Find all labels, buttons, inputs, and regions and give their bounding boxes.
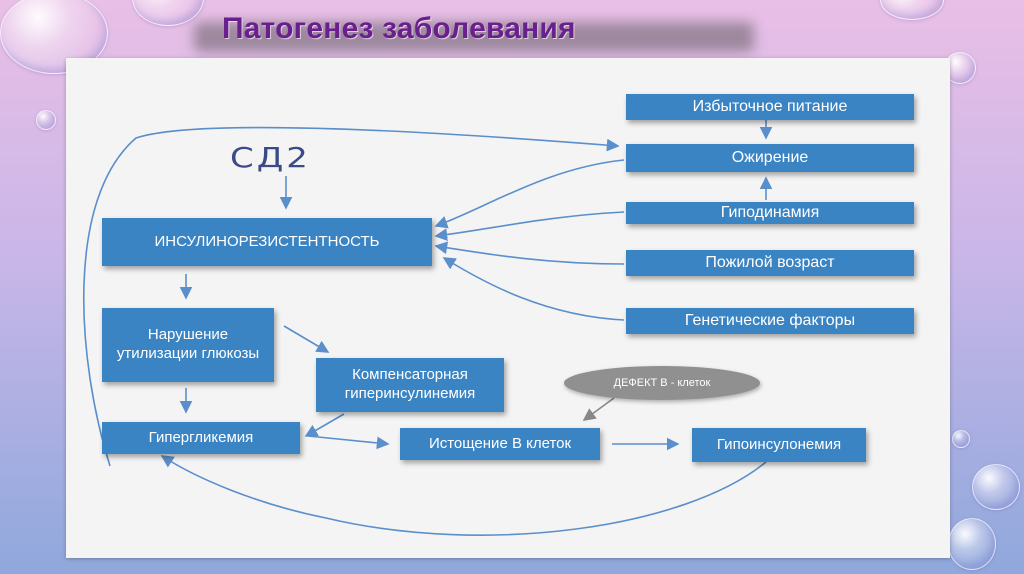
decorative-bubble — [948, 518, 996, 570]
arrow-hypodynamia-to-ir — [434, 211, 625, 242]
arrow-age-to-ir — [434, 241, 625, 265]
arrow-defect-to-depletion — [582, 397, 615, 421]
decorative-bubble — [132, 0, 204, 26]
hyperglycemia-box: Гипергликемия — [102, 422, 300, 454]
compensatory-hyperinsulinemia-box: Компенсаторная гиперинсулинемия — [316, 358, 504, 412]
decorative-bubble — [880, 0, 944, 20]
hypodynamia-box: Гиподинамия — [626, 202, 914, 224]
slide-title: Патогенез заболевания — [222, 12, 576, 45]
decorative-bubble — [952, 430, 970, 448]
insulin-resistance-box: ИНСУЛИНОРЕЗИСТЕНТНОСТЬ — [102, 218, 432, 266]
obesity-box: Ожирение — [626, 144, 914, 172]
glucose-utilization-box: Нарушение утилизации глюкозы — [102, 308, 274, 382]
old-age-box: Пожилой возраст — [626, 250, 914, 276]
arrow-genetic-to-ir — [442, 257, 625, 321]
arrow-hyper-to-depletion — [307, 435, 390, 450]
overeating-box: Избыточное питание — [626, 94, 914, 120]
beta-cell-depletion-box: Истощение В клеток — [400, 428, 600, 460]
arrow-comp-to-hyper — [304, 413, 345, 437]
genetic-factors-box: Генетические факторы — [626, 308, 914, 334]
arrow-loop-hypo-to-hyper — [160, 455, 767, 536]
arrows-layer — [82, 120, 773, 536]
decorative-bubble — [972, 464, 1020, 510]
arrow-loop-hyper-to-obesity — [82, 126, 620, 467]
beta-cell-defect-oval: ДЕФЕКТ В - клеток — [564, 366, 760, 400]
sd2-label: СД2 — [230, 142, 311, 174]
arrow-obesity-to-ir — [434, 159, 625, 229]
hypoinsulinemia-box: Гипоинсулонемия — [692, 428, 866, 462]
title-shadow — [194, 22, 754, 52]
decorative-bubble — [36, 110, 56, 130]
diagram-panel: СД2 ИНСУЛИНОРЕЗИСТЕНТНОСТЬ Нарушение ути… — [66, 58, 950, 558]
arrow-glucose-to-comp — [283, 325, 330, 353]
